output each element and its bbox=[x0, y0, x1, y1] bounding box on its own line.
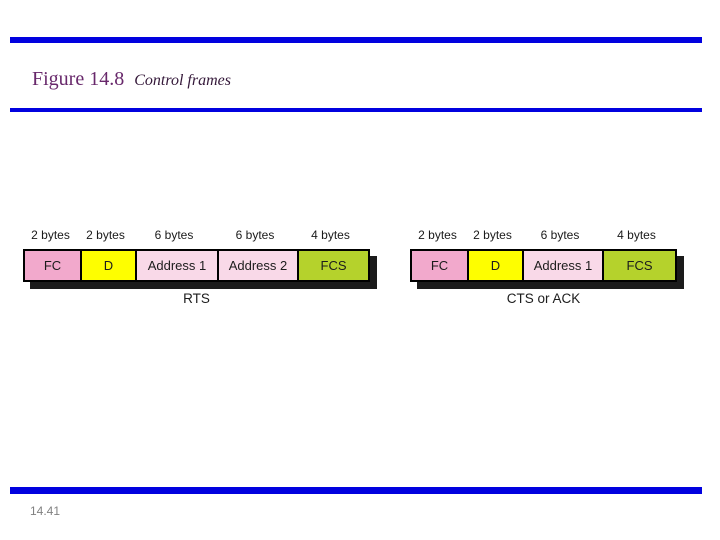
field-size-label: 4 bytes bbox=[617, 228, 656, 242]
field-box-d: D bbox=[467, 251, 522, 280]
field-size-label: 2 bytes bbox=[418, 228, 457, 242]
field-size-label: 2 bytes bbox=[473, 228, 512, 242]
field-box-address-1: Address 1 bbox=[522, 251, 602, 280]
field-box-address-2: Address 2 bbox=[217, 251, 297, 280]
rts-frame-caption: RTS bbox=[183, 291, 210, 306]
footer-rule bbox=[10, 487, 702, 494]
header-top-rule bbox=[10, 37, 702, 43]
field-box-fc: FC bbox=[412, 251, 467, 280]
figure-number: Figure 14.8 bbox=[32, 68, 125, 90]
field-size-label: 6 bytes bbox=[235, 228, 275, 242]
header-bottom-rule bbox=[10, 108, 702, 112]
rts-byte-sizes-row: 2 bytes 2 bytes 6 bytes 6 bytes 4 bytes bbox=[23, 227, 370, 242]
field-size-label: 6 bytes bbox=[154, 228, 194, 242]
field-box-address-1: Address 1 bbox=[135, 251, 217, 280]
field-size-label: 6 bytes bbox=[540, 228, 580, 242]
slide-title: Figure 14.8 Control frames bbox=[32, 68, 231, 91]
cts-ack-frame-caption: CTS or ACK bbox=[506, 291, 581, 306]
field-box-fc: FC bbox=[25, 251, 80, 280]
field-box-fcs: FCS bbox=[602, 251, 675, 280]
field-box-fcs: FCS bbox=[297, 251, 368, 280]
figure-caption: Control frames bbox=[134, 72, 231, 89]
cts-ack-byte-sizes-row: 2 bytes 2 bytes 6 bytes 4 bytes bbox=[410, 227, 677, 242]
field-size-label: 4 bytes bbox=[311, 228, 350, 242]
field-size-label: 2 bytes bbox=[86, 228, 125, 242]
field-size-label: 2 bytes bbox=[31, 228, 70, 242]
field-box-d: D bbox=[80, 251, 135, 280]
page-number: 14.41 bbox=[30, 504, 61, 518]
